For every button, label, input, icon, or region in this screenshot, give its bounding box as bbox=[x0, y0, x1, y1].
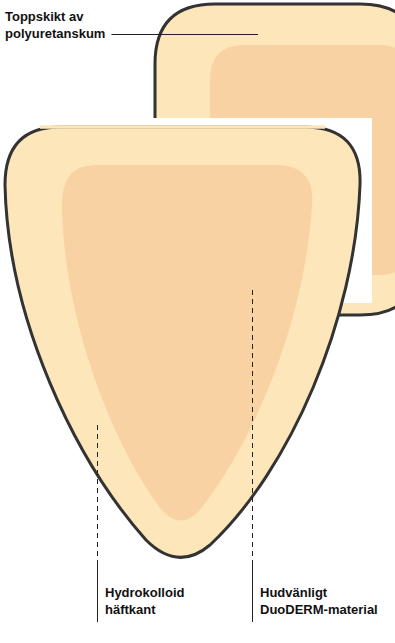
leader-line bbox=[111, 34, 258, 35]
leader-line-dashed bbox=[97, 425, 98, 556]
leader-line bbox=[97, 560, 98, 622]
part-label-top: Toppskikt av polyuretanskum bbox=[5, 8, 145, 42]
front-top-soft bbox=[40, 125, 325, 129]
front-dressing-inner bbox=[62, 165, 312, 521]
leader-line-dashed bbox=[252, 290, 253, 556]
part-label: Hydrokolloid häftkant bbox=[105, 584, 225, 618]
leader-line bbox=[252, 560, 253, 622]
part-label: Hudvänligt DuoDERM-material bbox=[260, 584, 392, 618]
front-dressing-outer bbox=[5, 127, 360, 557]
